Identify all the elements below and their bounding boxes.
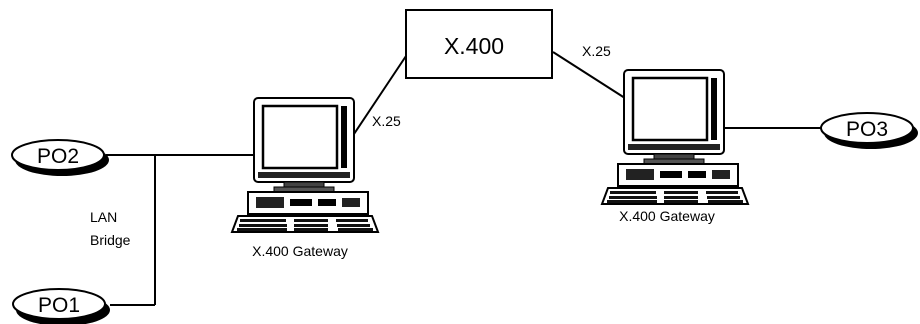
- left-gateway-label: X.400 Gateway: [252, 243, 348, 259]
- x400-hub-box: [405, 9, 553, 79]
- lan-bridge-label-line2: Bridge: [90, 232, 131, 248]
- x400-hub-label: X.400: [444, 33, 504, 59]
- right-x25-label: X.25: [582, 43, 611, 59]
- link-left-gateway-x400: [345, 55, 407, 147]
- left-x25-label: X.25: [372, 113, 401, 129]
- connection-lines: [106, 51, 824, 306]
- link-x400-right-gateway: [552, 51, 629, 101]
- left-gateway-computer-icon: [230, 96, 380, 234]
- x400-hub: X.400: [405, 9, 553, 79]
- right-gateway-computer-icon: [600, 68, 750, 206]
- po3-node: PO3: [820, 112, 918, 149]
- right-gateway-label: X.400 Gateway: [619, 208, 715, 224]
- po2-node: PO2: [11, 139, 109, 176]
- po1-label: PO1: [38, 294, 80, 317]
- po2-label: PO2: [37, 145, 79, 168]
- lan-bridge-label-line1: LAN: [90, 209, 117, 225]
- po3-label: PO3: [846, 118, 888, 141]
- po1-node: PO1: [12, 288, 110, 324]
